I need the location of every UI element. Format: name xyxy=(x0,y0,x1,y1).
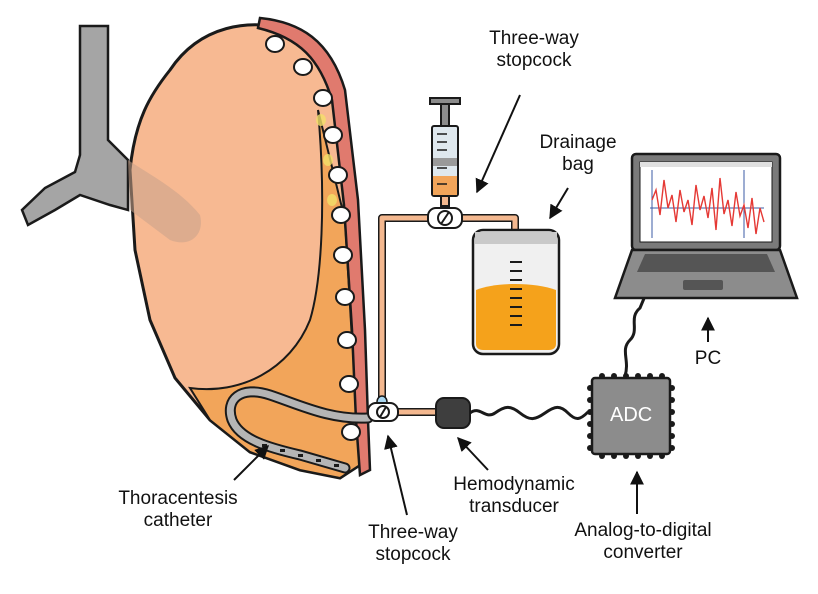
label-pc: PC xyxy=(694,348,722,369)
trachea-icon xyxy=(20,24,130,227)
signal-trace xyxy=(651,177,765,235)
laptop-icon xyxy=(613,152,799,300)
label-transducer: Hemodynamic transducer xyxy=(453,474,575,517)
label-catheter: Thoracentesis catheter xyxy=(118,488,238,531)
label-drainage-bag: Drainage bag xyxy=(539,132,617,175)
label-converter: Analog-to-digital converter xyxy=(574,520,712,563)
arrow-drainage-bag xyxy=(549,187,569,220)
chest-wall-icon xyxy=(256,16,372,477)
drainage-bag-icon xyxy=(471,228,561,356)
adc-cable xyxy=(623,295,647,377)
syringe-icon xyxy=(429,97,461,207)
arrows xyxy=(233,94,715,516)
adc-label: ADC xyxy=(610,404,653,426)
arrow-stopcock-top xyxy=(475,94,521,194)
transducer-icon xyxy=(435,397,471,429)
label-stopcock-bottom: Three-way stopcock xyxy=(368,522,458,565)
lung-icon xyxy=(128,23,362,480)
arrow-catheter xyxy=(233,445,269,481)
tubing xyxy=(378,214,519,416)
adc-chip-icon xyxy=(587,373,675,459)
arrow-stopcock-bottom xyxy=(384,434,408,516)
stopcock-top-icon xyxy=(427,207,463,229)
arrow-transducer xyxy=(457,436,489,471)
stopcock-bottom-icon xyxy=(367,395,399,422)
label-stopcock-top: Three-way stopcock xyxy=(489,28,579,71)
transducer-cable xyxy=(469,405,590,421)
